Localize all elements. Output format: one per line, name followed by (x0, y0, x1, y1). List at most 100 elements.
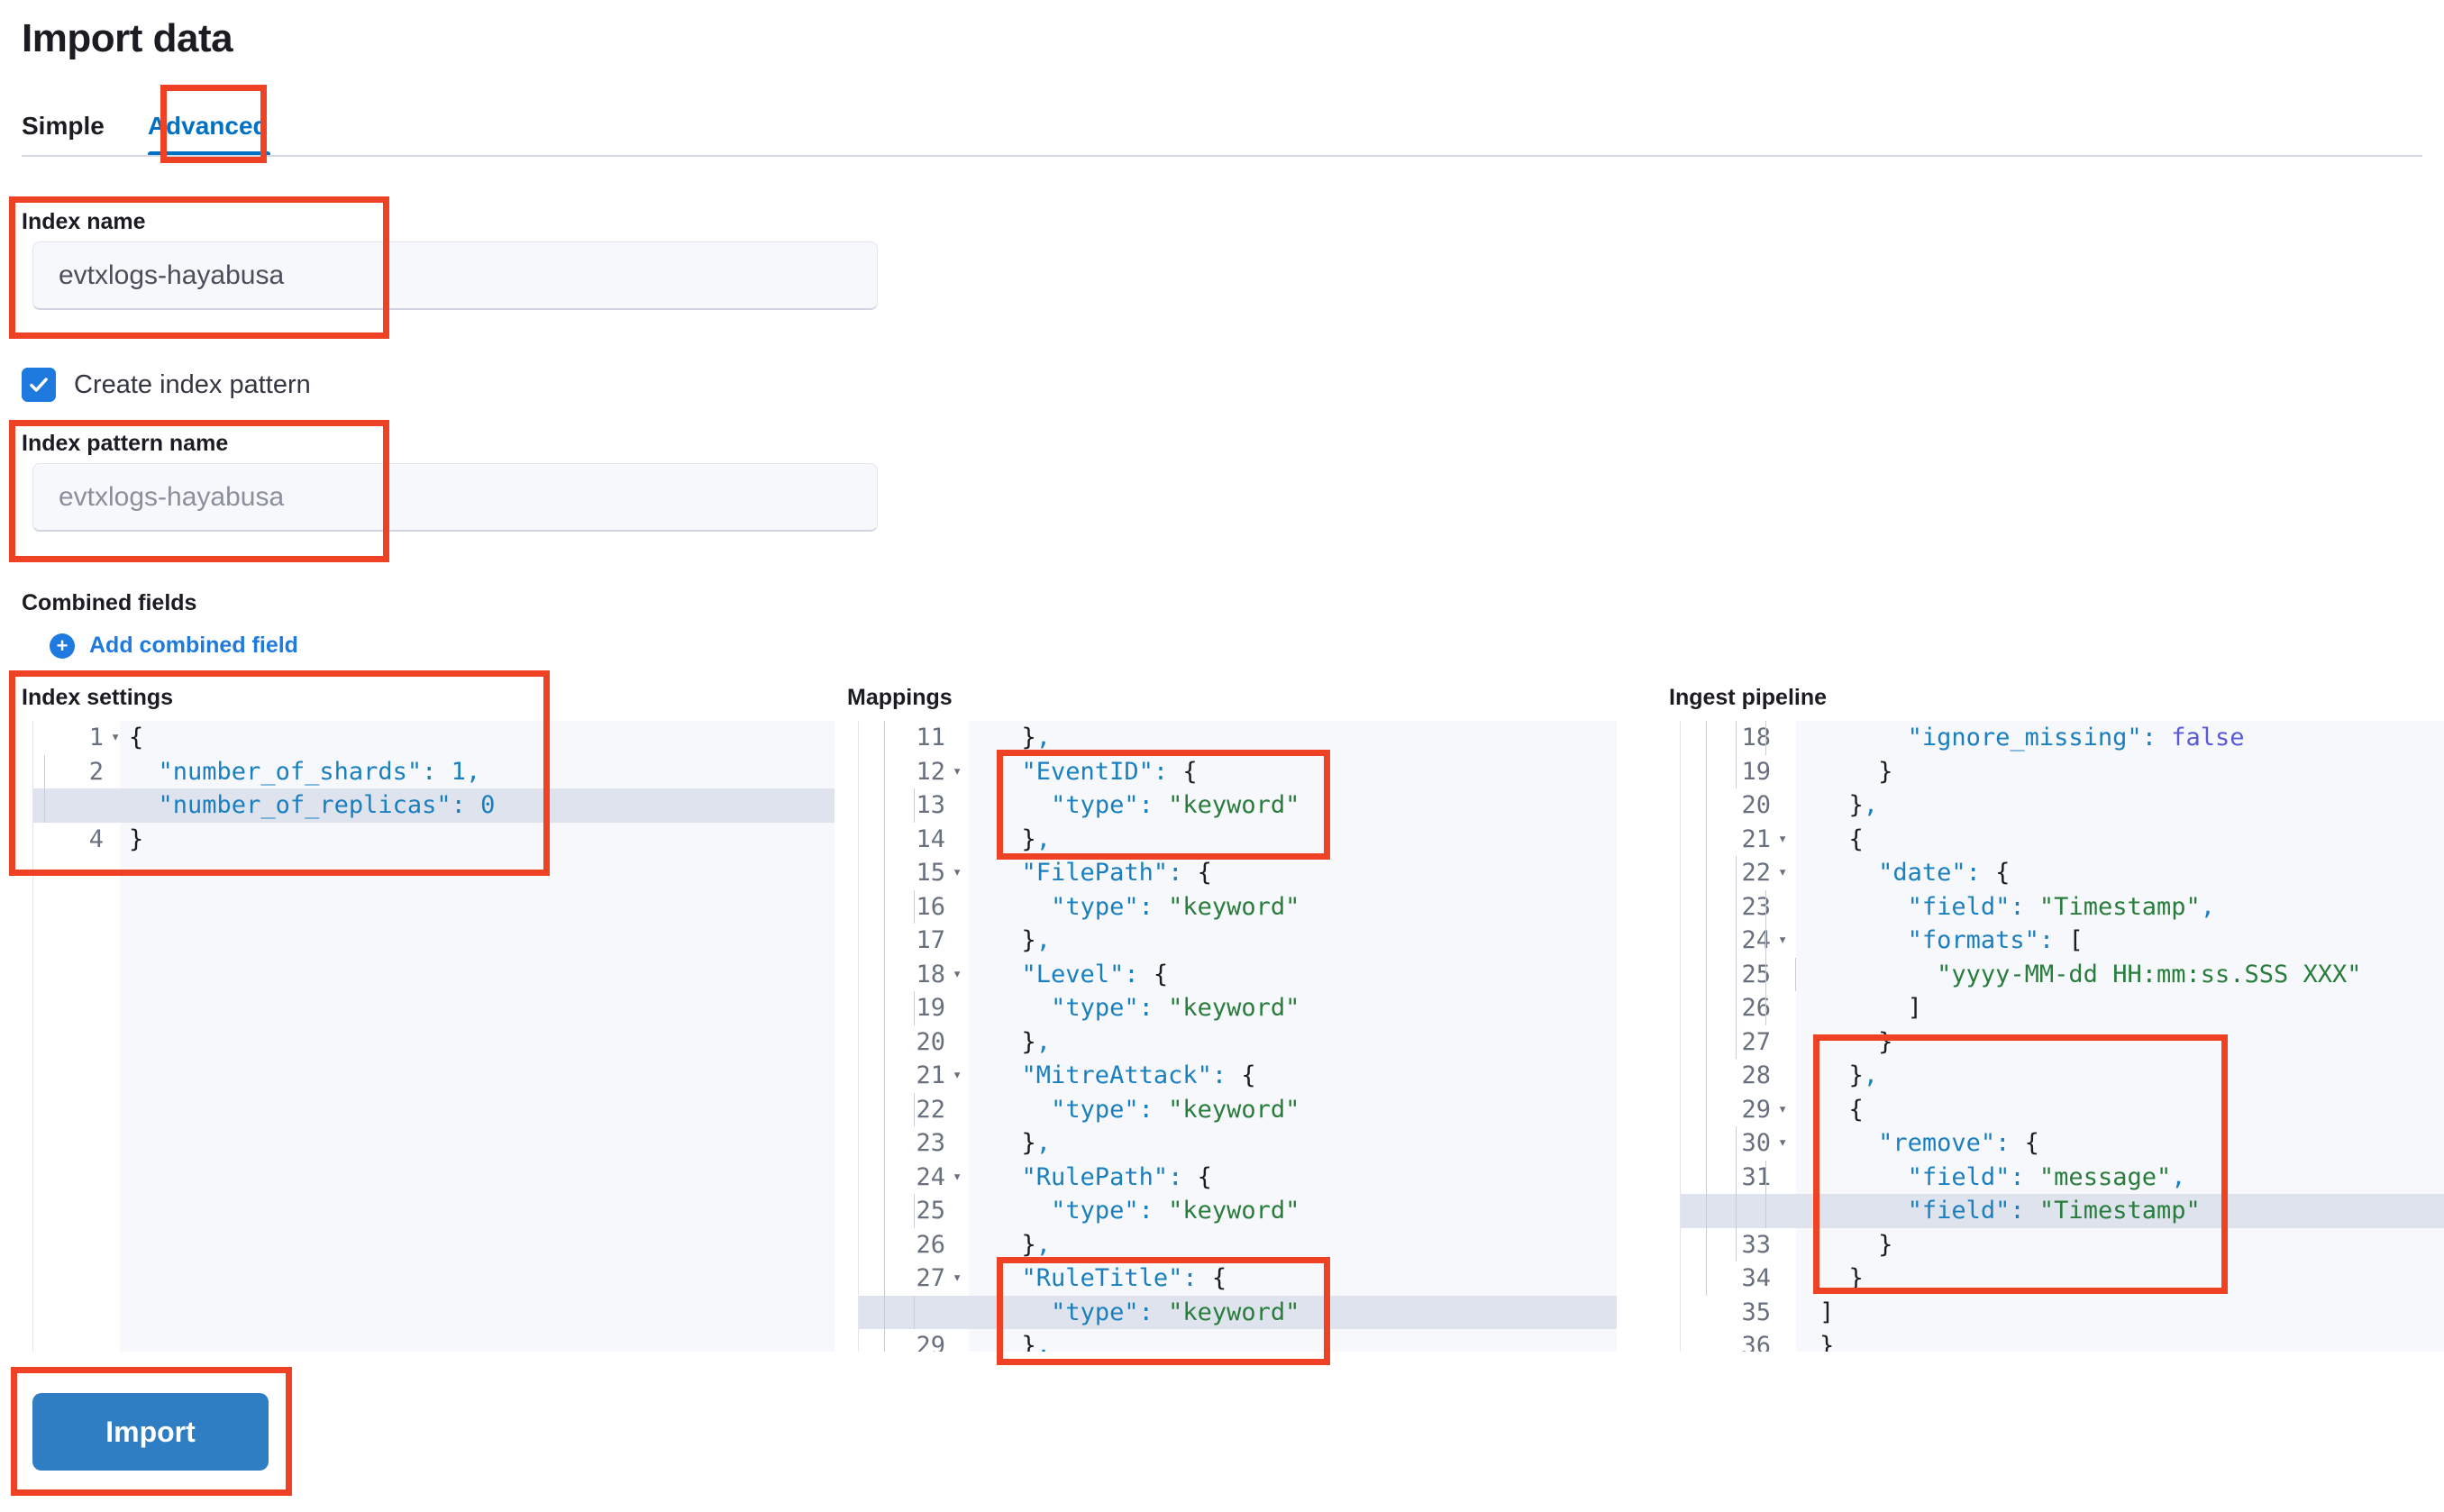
code-line: }, (1021, 724, 1052, 751)
line-number: 24 (916, 1162, 945, 1191)
code-fold-toggle-icon[interactable]: ▾ (1778, 1134, 1788, 1152)
indent-guide (884, 924, 885, 958)
code-line: }, (1021, 1129, 1052, 1157)
line-number: 25 (916, 1197, 945, 1225)
code-line: } (129, 824, 144, 853)
code-line: "field": "message", (1907, 1162, 2186, 1191)
code-fold-toggle-icon[interactable]: ▾ (1778, 1099, 1788, 1118)
indent-guide (884, 1194, 885, 1228)
code-line: "field": "Timestamp" (1907, 1197, 2201, 1225)
code-fold-toggle-icon[interactable]: ▾ (1778, 863, 1788, 881)
indent-guide (1765, 1160, 1766, 1194)
code-line: "FilePath": { (1021, 859, 1212, 887)
indent-guide (884, 1059, 885, 1093)
line-number: 21 (916, 1061, 945, 1089)
code-area[interactable] (1796, 721, 2444, 1352)
indent-guide (44, 754, 45, 788)
code-line: "type": "keyword" (1051, 791, 1300, 819)
code-line: "type": "keyword" (1051, 994, 1300, 1022)
code-fold-toggle-icon[interactable]: ▾ (953, 761, 962, 780)
code-line: "ignore_missing": false (1907, 724, 2245, 751)
indent-guide (1765, 889, 1766, 924)
create-index-pattern-row[interactable]: Create index pattern (22, 368, 311, 402)
indent-guide (884, 991, 885, 1025)
indent-guide (1736, 957, 1737, 991)
code-line: "Level": { (1021, 960, 1169, 988)
indent-guide (914, 1295, 915, 1329)
code-fold-toggle-icon[interactable]: ▾ (953, 863, 962, 881)
line-number: 34 (1741, 1264, 1771, 1292)
indent-guide (1765, 924, 1766, 958)
index-name-label: Index name (22, 209, 146, 234)
indent-guide (1706, 754, 1707, 788)
code-fold-toggle-icon[interactable]: ▾ (111, 728, 121, 746)
code-area[interactable] (969, 721, 1617, 1352)
line-number: 27 (916, 1264, 945, 1292)
indent-guide (1736, 889, 1737, 924)
line-number: 25 (1741, 960, 1771, 988)
code-line: }, (1848, 791, 1879, 819)
code-line: "type": "keyword" (1051, 1298, 1300, 1326)
line-number: 22 (1741, 859, 1771, 887)
indent-guide (884, 1025, 885, 1059)
ingest-pipeline-editor[interactable]: 18192021▾22▾2324▾2526272829▾30▾313233343… (1680, 721, 2444, 1352)
code-line: { (129, 724, 144, 751)
line-number: 16 (916, 892, 945, 921)
code-fold-toggle-icon[interactable]: ▾ (953, 1269, 962, 1287)
indent-guide (1736, 721, 1737, 755)
line-number: 19 (916, 994, 945, 1022)
index-pattern-name-input[interactable]: evtxlogs-hayabusa (32, 463, 878, 532)
code-line: ] (1819, 1298, 1835, 1326)
code-fold-toggle-icon[interactable]: ▾ (1778, 931, 1788, 949)
code-line: }, (1848, 1061, 1879, 1089)
code-fold-toggle-icon[interactable]: ▾ (953, 1066, 962, 1084)
plus-circle-icon: + (50, 633, 75, 659)
indent-guide (1706, 721, 1707, 755)
add-combined-field-button[interactable]: + Add combined field (50, 633, 298, 659)
line-number: 33 (1741, 1230, 1771, 1259)
code-fold-toggle-icon[interactable]: ▾ (953, 964, 962, 983)
indent-guide (914, 1194, 915, 1228)
line-number: 35 (1741, 1298, 1771, 1326)
line-number: 15 (916, 859, 945, 887)
indent-guide (1706, 1126, 1707, 1161)
indent-guide (884, 889, 885, 924)
code-line: "formats": [ (1907, 926, 2084, 954)
checkbox-checked-icon[interactable] (22, 368, 56, 402)
index-name-input[interactable]: evtxlogs-hayabusa (32, 241, 878, 310)
line-number: 18 (1741, 724, 1771, 751)
indent-guide (1706, 889, 1707, 924)
line-number: 20 (916, 1027, 945, 1056)
code-line: "remove": { (1878, 1129, 2039, 1157)
tab-advanced[interactable]: Advanced (144, 112, 296, 157)
line-number: 19 (1741, 757, 1771, 786)
import-button[interactable]: Import (32, 1393, 269, 1471)
index-pattern-name-label: Index pattern name (22, 431, 229, 456)
indent-guide (1706, 924, 1707, 958)
code-area[interactable] (120, 721, 834, 1352)
indent-guide (1765, 721, 1766, 755)
line-number: 30 (1741, 1129, 1771, 1157)
line-number: 13 (916, 791, 945, 819)
indent-guide (1765, 957, 1766, 991)
code-fold-toggle-icon[interactable]: ▾ (953, 1167, 962, 1186)
code-line: "RuleTitle": { (1021, 1264, 1227, 1292)
code-line: { (1848, 824, 1864, 853)
index-settings-editor[interactable]: 1▾234{ "number_of_shards": 1, "number_of… (32, 721, 834, 1352)
indent-guide (1795, 957, 1796, 991)
tab-divider (22, 155, 2422, 157)
code-fold-toggle-icon[interactable]: ▾ (1778, 829, 1788, 848)
line-number: 17 (916, 926, 945, 954)
indent-guide (1765, 1194, 1766, 1228)
indent-guide (1706, 957, 1707, 991)
create-index-pattern-label: Create index pattern (74, 369, 311, 399)
line-number: 28 (1741, 1061, 1771, 1089)
tab-simple[interactable]: Simple (22, 112, 105, 140)
line-number: 18 (916, 960, 945, 988)
indent-guide (914, 1092, 915, 1126)
line-number: 2 (88, 757, 104, 786)
line-number: 14 (916, 824, 945, 853)
indent-guide (1706, 1262, 1707, 1296)
